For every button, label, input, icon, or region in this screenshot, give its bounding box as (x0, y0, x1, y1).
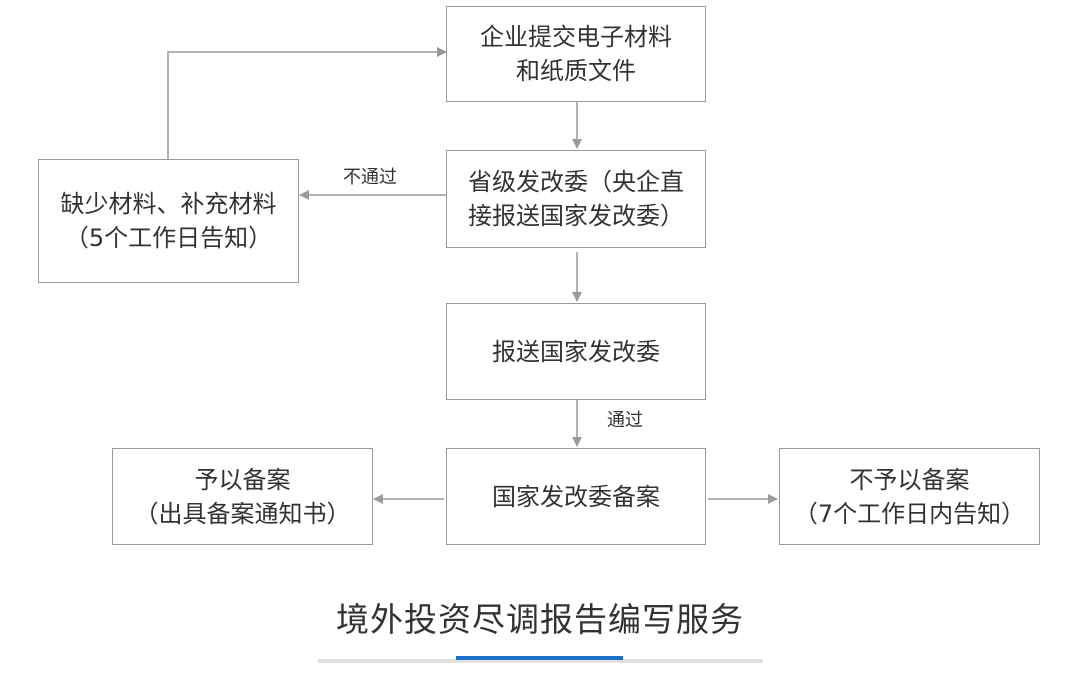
node-submit-line-1: 企业提交电子材料 (480, 23, 672, 51)
node-record-line-1: 国家发改委备案 (492, 482, 660, 511)
node-submit-materials: 企业提交电子材料 和纸质文件 (446, 6, 706, 102)
node-rejected-record: 不予以备案 （7个工作日内告知） (779, 448, 1040, 545)
node-approved-line-2: （出具备案通知书） (134, 499, 351, 528)
arrow-supplement-to-submit (167, 47, 447, 159)
node-rejected-line-2: （7个工作日内告知） (793, 499, 1026, 528)
node-approved-line-1: 予以备案 (194, 465, 291, 494)
node-report-line-1: 报送国家发改委 (492, 337, 660, 366)
node-approved-record: 予以备案 （出具备案通知书） (112, 448, 373, 545)
node-provincial-line-2: 接报送国家发改委） (468, 202, 684, 230)
node-submit-line-2: 和纸质文件 (516, 57, 636, 85)
section-title-accent-bar (456, 656, 623, 660)
node-supplement-materials: 缺少材料、补充材料 （5个工作日告知） (38, 159, 299, 283)
section-title: 境外投资尽调报告编写服务 (336, 600, 744, 639)
edge-label-passed: 通过 (607, 410, 643, 431)
node-rejected-line-1: 不予以备案 (849, 465, 970, 494)
node-report-national-ndrc: 报送国家发改委 (446, 303, 706, 400)
node-provincial-ndrc: 省级发改委（央企直 接报送国家发改委） (446, 150, 706, 248)
node-national-record: 国家发改委备案 (446, 448, 706, 545)
node-supplement-line-2: （5个工作日告知） (64, 224, 273, 252)
section-title-underline (318, 659, 763, 663)
node-supplement-line-1: 缺少材料、补充材料 (60, 190, 277, 218)
node-provincial-line-1: 省级发改委（央企直 (468, 168, 684, 196)
edge-label-not-passed: 不通过 (343, 167, 397, 188)
